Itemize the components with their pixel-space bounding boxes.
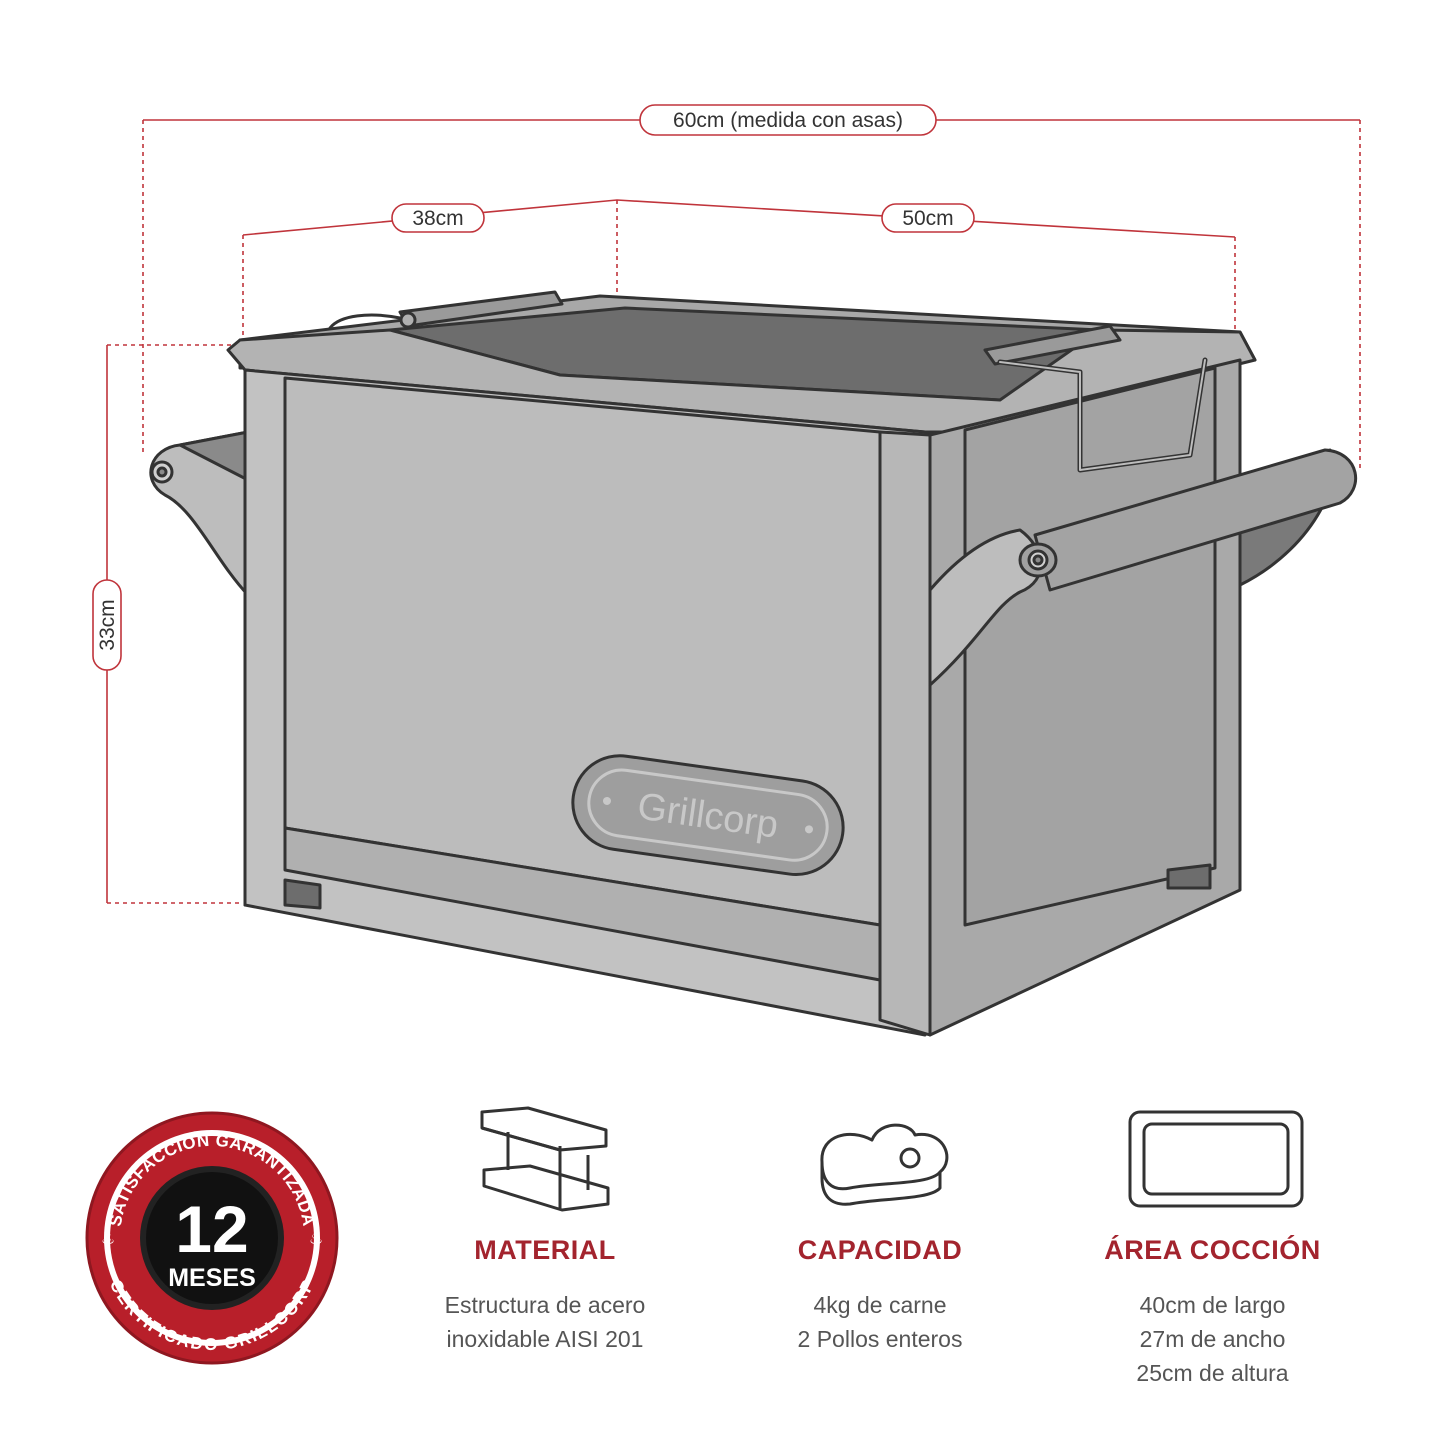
feature-title: CAPACIDAD [797,1235,963,1265]
feature-title: MATERIAL [474,1235,616,1265]
dim-label-overall: 60cm (medida con asas) [639,104,937,136]
tray-icon [1128,1110,1304,1208]
depth-label: 38cm [412,207,463,230]
feature-capacity: CAPACIDAD 4kg de carne 2 Pollos enteros [755,1235,1005,1356]
feature-material: MATERIAL Estructura de acero inoxidable … [420,1235,670,1356]
flame-icon-left: ♨ [101,1231,115,1248]
height-label: 33cm [96,599,119,650]
grill-box [149,290,1357,1037]
feature-line: Estructura de acero [444,1292,646,1318]
badge-unit: MESES [168,1264,256,1292]
overall-width-label: 60cm (medida con asas) [673,109,903,132]
steak-icon [820,1123,949,1206]
feature-title: ÁREA COCCIÓN [1104,1235,1321,1265]
feature-line: 4kg de carne [813,1292,947,1318]
dim-label-width: 50cm [881,203,975,233]
feature-line: inoxidable AISI 201 [446,1326,644,1352]
feature-line: 2 Pollos enteros [797,1326,963,1352]
steel-beam-icon [480,1106,610,1212]
flame-icon-right: ♨ [309,1231,323,1248]
dim-label-depth: 38cm [391,203,485,233]
feature-line: 27m de ancho [1139,1326,1286,1352]
guarantee-badge: SATISFACCIÓN GARANTIZADA CERTIFICADO GRI… [85,1111,339,1365]
feature-line: 40cm de largo [1139,1292,1286,1318]
width-label: 50cm [902,207,953,230]
brand-logo: Grillcorp [571,754,845,877]
feature-cooking-area: ÁREA COCCIÓN 40cm de largo 27m de ancho … [1080,1235,1345,1390]
feature-line: 25cm de altura [1136,1360,1289,1386]
badge-number: 12 [175,1192,248,1266]
dim-label-height: 33cm [92,579,122,671]
